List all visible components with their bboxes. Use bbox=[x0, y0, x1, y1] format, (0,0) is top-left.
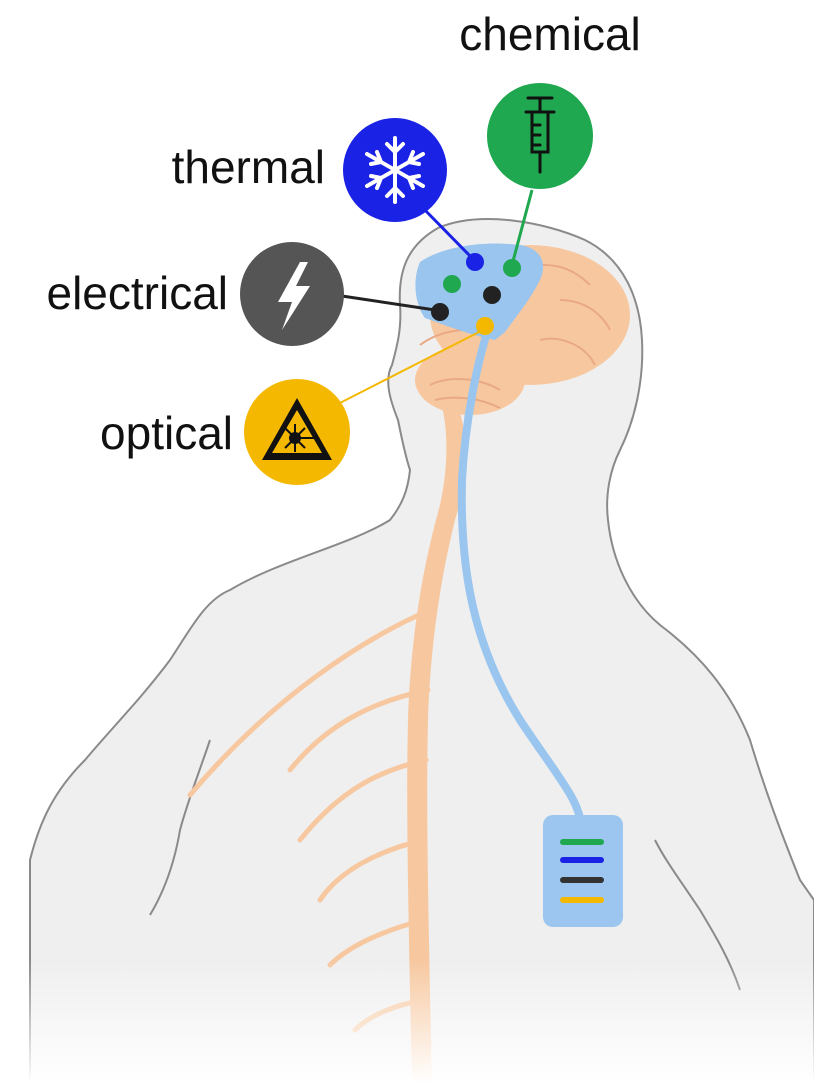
thermal-label: thermal bbox=[172, 141, 325, 193]
electrical-site-2 bbox=[431, 303, 449, 321]
implant-device bbox=[543, 815, 623, 927]
optical-label: optical bbox=[100, 407, 233, 459]
device-stripe-thermal bbox=[560, 857, 604, 863]
electrical-badge: electrical bbox=[46, 242, 344, 346]
optical-badge: optical bbox=[100, 379, 350, 485]
chemical-label: chemical bbox=[459, 8, 641, 60]
electrical-site-1 bbox=[483, 286, 501, 304]
device-stripe-optical bbox=[560, 897, 604, 903]
bottom-fade bbox=[0, 960, 814, 1084]
device-stripe-chemical bbox=[560, 839, 604, 845]
chemical-badge: chemical bbox=[459, 8, 641, 189]
chemical-site-2 bbox=[443, 275, 461, 293]
thermal-badge: thermal bbox=[172, 118, 447, 222]
device-stripe-electrical bbox=[560, 877, 604, 883]
electrical-label: electrical bbox=[46, 267, 228, 319]
